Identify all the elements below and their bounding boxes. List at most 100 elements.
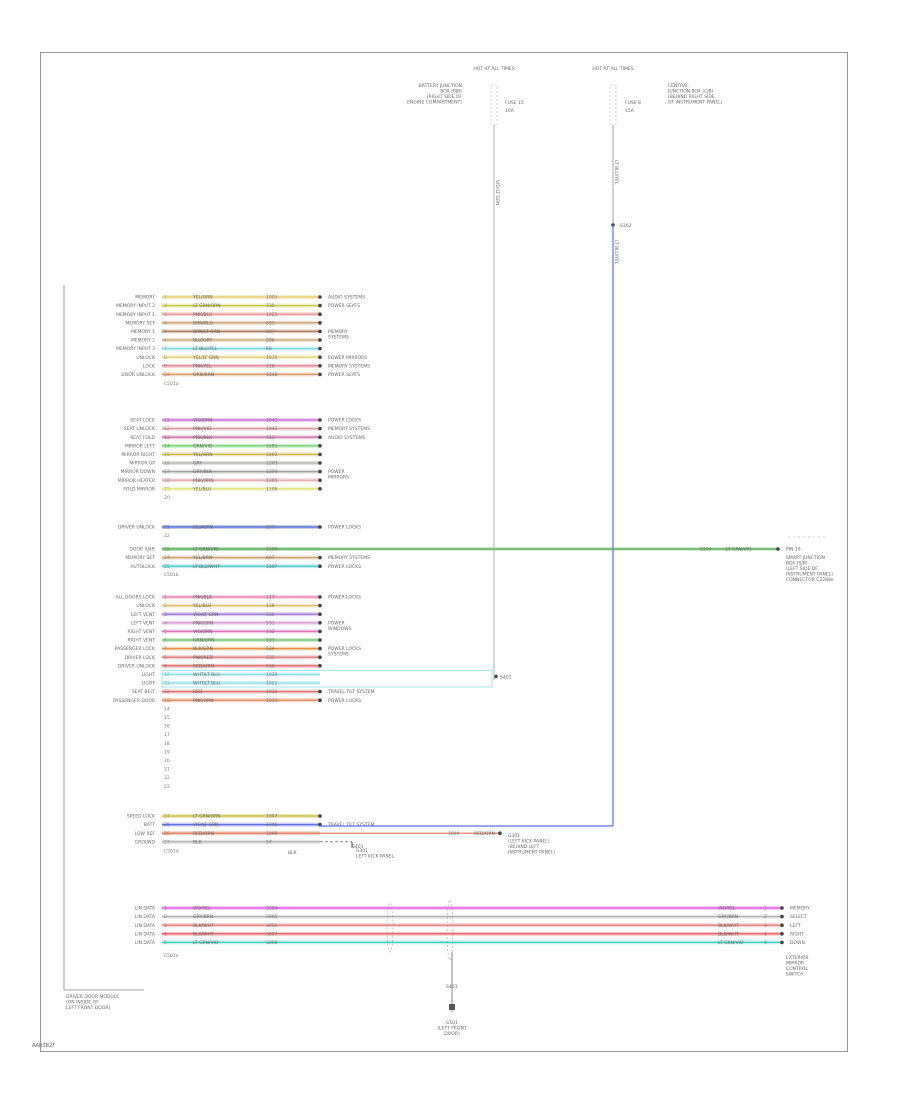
row-c501c-wire-color: GRN/ORN — [193, 638, 215, 644]
row-top-terminal — [318, 295, 322, 299]
fuse-right-wire-color: LT BLU/YEL — [613, 160, 619, 185]
row-mid-system-label: MIRRORS — [328, 475, 349, 481]
row-top-system-label: MEMORY SYSTEMS — [328, 363, 370, 369]
row-mid-circuit: 1206 — [266, 486, 278, 492]
row-c501b-circuit: 697 — [266, 555, 275, 561]
fuse-left-desc: BATTERY JUNCTION — [419, 83, 462, 89]
row-mid-single-system-label: POWER LOCKS — [328, 525, 361, 531]
empty-pin: 23 — [164, 784, 170, 790]
row-mid-system-label: POWER LOCKS — [328, 418, 361, 424]
empty-pin: 21 — [164, 767, 170, 773]
empty-pin: 17 — [164, 732, 170, 738]
row-top-wire-color: BRN/BLU — [193, 320, 213, 326]
lin-terminal — [780, 940, 784, 945]
fuse-right-desc: JUNCTION BOX (CJB) — [667, 89, 714, 95]
lin-dest-label: CONTROL — [786, 966, 808, 972]
row-c501c-circuit: 535 — [266, 655, 275, 661]
row-mid-terminal — [318, 435, 322, 440]
row-top-system-label: SYSTEMS — [328, 335, 349, 341]
ground-label: LEFT KICK PANEL — [356, 853, 395, 859]
row-c501c-circuit: 118 — [266, 603, 275, 609]
lin-circuit: 3004 — [266, 906, 278, 912]
row-power-func: SPEED LOCK — [127, 814, 156, 820]
row-top-func: MEMORY 1 — [131, 329, 155, 335]
light-splice-dot — [494, 674, 498, 679]
row-top-system-label: POWER SEATS — [328, 303, 360, 309]
row-c501b-circuit: 8104 — [266, 547, 278, 553]
row-c501c-wire-color: PNK/GRN — [193, 620, 214, 626]
lin-func: LIN DATA — [135, 906, 156, 912]
row-c501c-system-label: TRAVEL TILT SYSTEM — [327, 689, 375, 695]
row-c501c-circuit: 1022 — [266, 689, 278, 695]
row-mid-single-terminal — [318, 525, 322, 529]
sjb-label: (LEFT SIDE OF — [786, 566, 818, 572]
row-top-func: LOCK — [143, 363, 156, 369]
row-top-circuit: 587 — [266, 329, 275, 335]
row-c501c-circuit: 1020 — [266, 672, 278, 678]
row-mid-system-label: AUDIO SYSTEMS — [328, 435, 365, 441]
lin-dest: MEMORY — [790, 906, 810, 912]
row-c501c-pin: 4 — [164, 620, 167, 626]
row-c501c-func: SEAT BELT — [132, 689, 155, 695]
lin-wire-color-right: VIO/YEL — [718, 906, 736, 912]
lin-wire-color-right: BLK/WHT — [718, 923, 739, 929]
ground-splice: S401 — [352, 844, 364, 850]
row-power-wire-color: BLK — [193, 839, 203, 845]
row-power-wire-color: VIO/LT GRN — [193, 822, 219, 828]
lin-pin: 4 — [164, 931, 167, 937]
row-mid-circuit: 1201 — [266, 443, 278, 449]
row-mid-terminal — [318, 478, 322, 483]
row-mid-system-label: MEMORY SYSTEMS — [328, 426, 370, 432]
row-top-func: MEMORY INPUT 3 — [116, 346, 155, 352]
row-c501b-circuit: 1087 — [266, 564, 278, 570]
row-top-terminal — [318, 372, 322, 377]
row-top-func: MEMORY INPUT 2 — [116, 303, 155, 309]
row-mid-wire-color: YEL/BLU — [192, 486, 211, 492]
row-c501c-pin: 2 — [164, 603, 167, 609]
row-c501c-func: RIGHT VENT — [127, 638, 155, 644]
row-c501c-wire-color: PNK/RED — [193, 655, 214, 661]
sjb-label: INSTRUMENT PANEL) — [786, 572, 833, 578]
row-power-circuit: 1097 — [266, 814, 278, 820]
row-top-system-label: MEMORY — [328, 329, 348, 335]
low-ref-circuit: 1099 — [448, 831, 460, 837]
row-mid-func: SEAT LOCK — [130, 418, 156, 424]
lin-wire-color-right: BLK/WHT — [718, 931, 739, 937]
row-c501c-terminal — [318, 655, 322, 659]
diagram-frame — [40, 52, 848, 1052]
row-top-circuit: 1035 — [266, 355, 278, 361]
lin-ground-symbol — [449, 1004, 455, 1010]
lin-pin-right: 3 — [764, 923, 767, 929]
lin-wire-color: BLK/WHT — [193, 923, 214, 929]
lin-func: LIN DATA — [135, 914, 156, 920]
lin-circuit: 3007 — [266, 931, 278, 937]
row-mid-terminal — [318, 469, 322, 474]
sjb-pin: PIN 16 — [786, 547, 801, 553]
row-top-wire-color: YEL/LT GRN — [192, 355, 219, 361]
lin-dest-label: MIRROR — [786, 961, 804, 967]
low-ref-wire-color: RED/ORN — [474, 831, 495, 837]
row-c501c-wire-color: VIO/LT GRN — [193, 612, 219, 618]
row-mid-wire-color: PNK/VIO — [193, 426, 212, 432]
row-c501c-terminal — [318, 638, 322, 642]
row-c501c-system-label: SYSTEMS — [328, 652, 349, 658]
lin-terminal — [780, 932, 784, 936]
fuse-right-splice-label: S302 — [620, 223, 632, 229]
row-mid-wire-color: YEL/GRN — [192, 452, 213, 458]
row-c501c-circuit: 117 — [266, 595, 275, 601]
row-c501b-func: MEMORY SET — [125, 555, 155, 561]
module-outline — [63, 285, 144, 991]
row-top-wire-color: BRN/LT GRN — [193, 329, 220, 335]
low-ref-dest: (BEHIND LEFT — [508, 844, 540, 850]
row-mid-terminal — [318, 444, 322, 448]
fuse-left-desc: ENGINE COMPARTMENT) — [407, 100, 462, 106]
row-c501c-pin: 12 — [164, 689, 170, 695]
lin-wire-color-right: LT GRN/VIO — [718, 940, 744, 946]
lin-circuit: 3008 — [266, 940, 278, 946]
row-mid-terminal — [318, 452, 322, 457]
lin-wire-color: BLK/WHT — [193, 931, 214, 937]
lin-terminal — [780, 906, 784, 910]
fuse-right-amps: 15A — [625, 108, 635, 114]
low-ref-dest: G301 — [508, 833, 520, 839]
